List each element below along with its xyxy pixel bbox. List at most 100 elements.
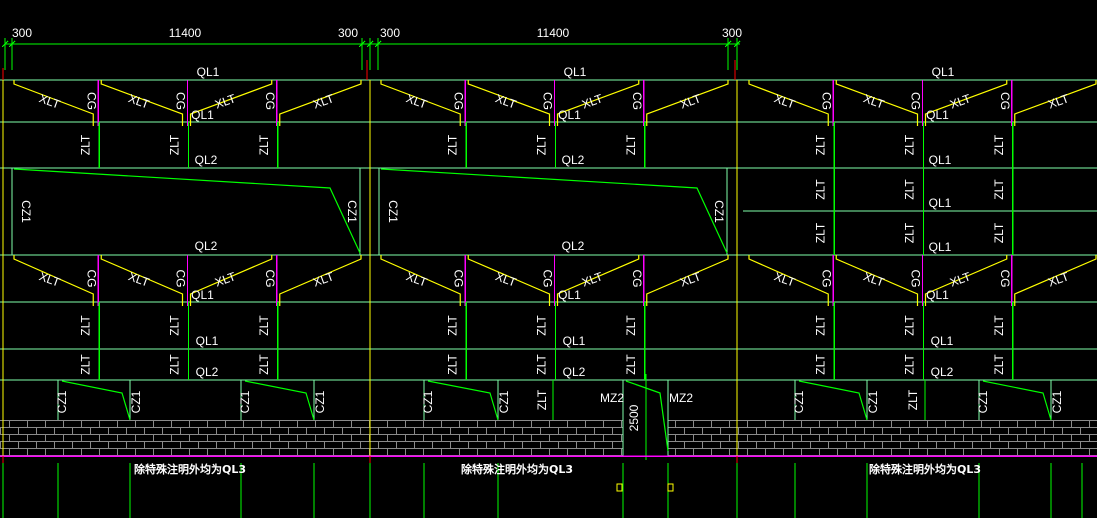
post-label-zlt: ZLT [78,134,92,155]
note-text: 除特殊注明外均为QL3 [134,462,246,476]
door-label-mz2: MZ2 [600,391,624,405]
tie-label-cg: CG [263,270,277,288]
brace-xlt [924,80,1008,126]
post-label-zlt: ZLT [813,179,827,200]
brace-label-xlt: XLT [37,269,62,290]
dimension-tick [724,40,732,48]
dimension-tick [1,40,9,48]
brace-label-xlt: XLT [580,269,605,290]
brace-label-xlt: XLT [678,91,703,112]
brace-label-xlt: XLT [772,91,797,112]
post-label-zlt: ZLT [903,134,917,155]
beam-label-ql2: QL2 [196,365,219,379]
grip-marker [616,483,623,492]
brace-xlt [380,255,461,306]
tie-label-cg: CG [630,270,644,288]
tie-label-cg: CG [998,270,1012,288]
brace-xlt [924,255,1008,306]
post-label-zlt: ZLT [903,179,917,200]
beam-label-ql1: QL1 [932,65,955,79]
tie-label-cg: CG [909,270,923,288]
brace-xlt [189,80,273,126]
post-label-zlt: ZLT [445,354,459,375]
tie-label-cg: CG [630,92,644,110]
brace-label-xlt: XLT [772,269,797,290]
beam-label-ql1: QL1 [197,65,220,79]
brace-label-xlt: XLT [948,269,973,290]
beam-label-ql1: QL1 [929,240,952,254]
tie-label-cg: CG [84,92,98,110]
beam-label-ql1: QL1 [929,196,952,210]
brace-xlt [13,255,94,306]
dimension-tick [733,40,741,48]
beam-label-ql2: QL2 [931,365,954,379]
brace-label-xlt: XLT [126,269,151,290]
tie-label-cg: CG [174,270,188,288]
dimension-tick [358,40,366,48]
dimension-label-300: 300 [722,26,742,40]
beam-label-ql1: QL1 [191,108,214,122]
brace-xlt [467,80,551,126]
brace-xlt [189,255,273,306]
line-layer [0,38,1097,518]
brace-xlt [646,80,729,126]
brace-label-xlt: XLT [493,91,518,112]
column-label-cz1: CZ1 [712,200,726,223]
column-label-cz1: CZ1 [313,390,327,413]
column-label-cz1: CZ1 [238,390,252,413]
tie-label-cg: CG [451,92,465,110]
tie-label-cg: CG [174,92,188,110]
beam-label-ql1: QL1 [564,65,587,79]
column-label-cz1: CZ1 [421,390,435,413]
note-text: 除特殊注明外均为QL3 [461,462,573,476]
post-label-zlt: ZLT [813,315,827,336]
beam-label-ql1: QL1 [931,334,954,348]
brace-label-xlt: XLT [1046,269,1071,290]
window-slope [798,380,868,421]
brace-label-xlt: XLT [678,269,703,290]
post-label-zlt: ZLT [624,315,638,336]
brace-label-xlt: XLT [37,91,62,112]
column-label-cz1: CZ1 [792,390,806,413]
brace-xlt [100,80,184,126]
beam-label-ql2: QL2 [195,239,218,253]
opening-slope [13,168,361,254]
beam-label-ql1: QL1 [196,334,219,348]
beam-label-ql2: QL2 [195,153,218,167]
brace-xlt [467,255,551,306]
brace-xlt [13,80,94,126]
door-label-mz2: MZ2 [669,391,693,405]
tie-label-cg: CG [263,92,277,110]
beam-label-ql1: QL1 [558,108,581,122]
column-label-cz1: CZ1 [976,390,990,413]
post-label-zlt: ZLT [992,134,1006,155]
brace-xlt [100,255,184,306]
post-label-zlt: ZLT [535,134,549,155]
column-label-cz1: CZ1 [345,200,359,223]
window-slope [982,380,1052,421]
post-label-zlt: ZLT [992,179,1006,200]
beam-label-ql1: QL1 [558,288,581,302]
window-slope [427,380,499,421]
opening-slope [380,168,728,254]
column-label-cz1: CZ1 [129,390,143,413]
door-height-label: 2500 [627,404,641,431]
beam-label-ql2: QL2 [562,239,585,253]
brace-label-xlt: XLT [861,269,886,290]
post-label-zlt: ZLT [535,389,549,410]
post-label-zlt: ZLT [992,222,1006,243]
tie-label-cg: CG [909,92,923,110]
brace-label-xlt: XLT [213,269,238,290]
brace-label-xlt: XLT [311,269,336,290]
dimension-tick [366,40,374,48]
post-label-zlt: ZLT [992,315,1006,336]
dimension-label-300: 300 [338,26,358,40]
post-label-zlt: ZLT [624,354,638,375]
brace-xlt [1014,80,1097,126]
brace-xlt [748,255,829,306]
beam-label-ql1: QL1 [926,108,949,122]
window-slope [61,380,131,421]
brace-xlt [646,255,729,306]
brace-label-xlt: XLT [126,91,151,112]
